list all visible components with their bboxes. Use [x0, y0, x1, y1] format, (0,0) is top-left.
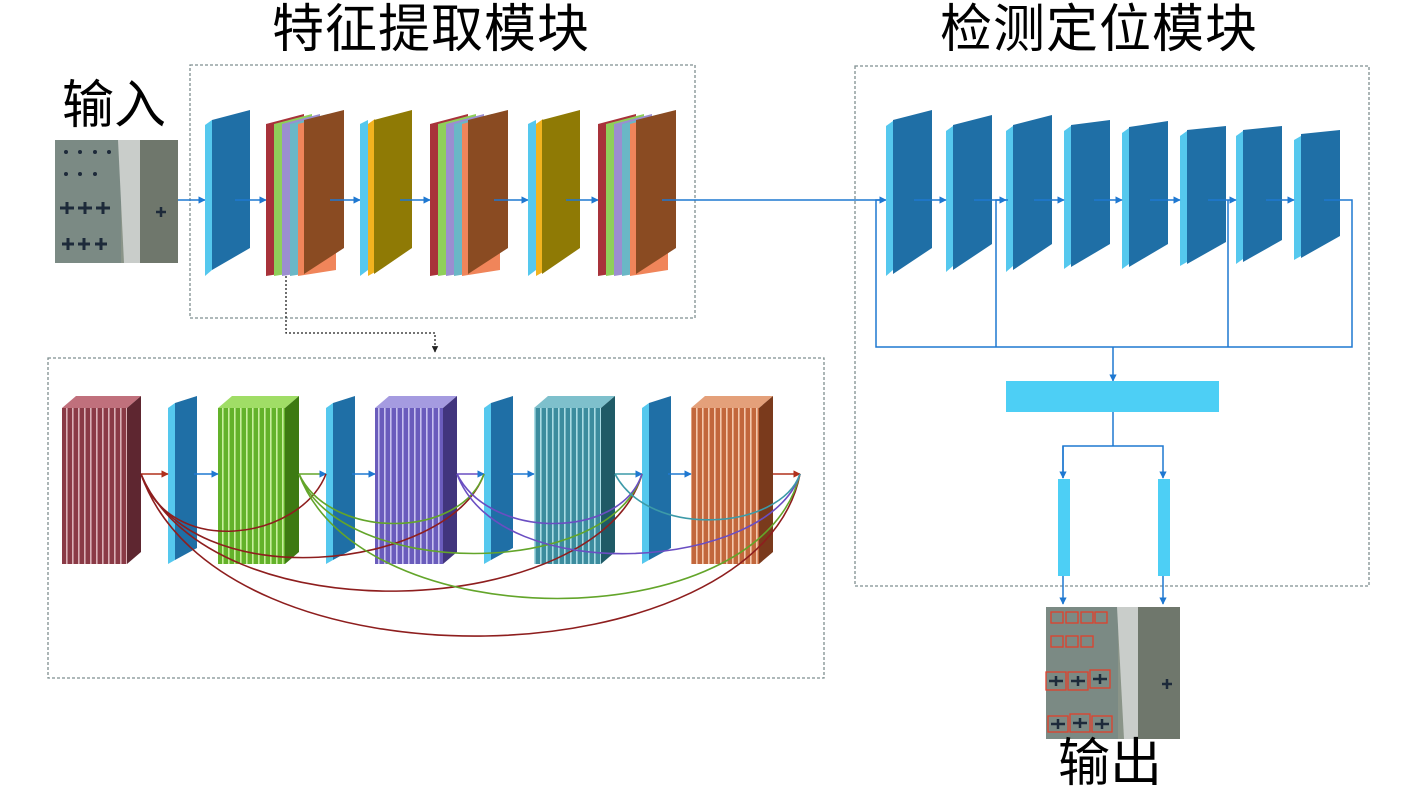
transition-layer-1	[360, 110, 412, 276]
dense-block-2	[430, 110, 508, 276]
detail-conv-3	[484, 396, 513, 564]
detail-block-5	[691, 396, 773, 564]
detail-conv-1	[168, 396, 197, 564]
detection-conv-5	[1122, 121, 1168, 269]
detail-block-3	[375, 396, 457, 564]
fusion-layer	[1006, 381, 1219, 412]
detection-conv-3	[1006, 115, 1052, 272]
detail-conv-2	[326, 396, 355, 564]
feature-conv-layer	[205, 110, 250, 276]
detection-conv-6	[1180, 126, 1226, 266]
detection-conv-layers	[886, 110, 1340, 276]
detection-module-title: 检测定位模块	[940, 0, 1259, 60]
detection-conv-2	[946, 115, 992, 272]
detail-block-4	[534, 396, 615, 564]
detection-module-frame	[854, 65, 1370, 587]
dense-block-1	[266, 110, 344, 276]
detection-conv-4	[1064, 120, 1110, 269]
detail-conv-4	[642, 396, 671, 564]
feature-module-frame	[189, 64, 696, 319]
regression-head	[1158, 479, 1170, 576]
detail-block-2	[218, 396, 299, 564]
output-label: 输出	[1058, 734, 1163, 794]
detection-conv-1	[886, 110, 932, 276]
input-image	[55, 140, 178, 263]
detection-conv-7	[1236, 126, 1282, 264]
detection-conv-8	[1294, 130, 1340, 260]
detail-pointer	[285, 276, 439, 353]
dense-skip-connections	[140, 473, 801, 637]
transition-layer-2	[528, 110, 580, 276]
feature-module-title: 特征提取模块	[272, 0, 591, 60]
detail-block-1	[62, 396, 141, 564]
output-image	[1045, 607, 1180, 739]
classification-head	[1058, 479, 1070, 576]
input-label: 输入	[62, 76, 167, 136]
dense-block-detail-frame	[47, 357, 825, 679]
dense-block-3	[598, 110, 676, 276]
